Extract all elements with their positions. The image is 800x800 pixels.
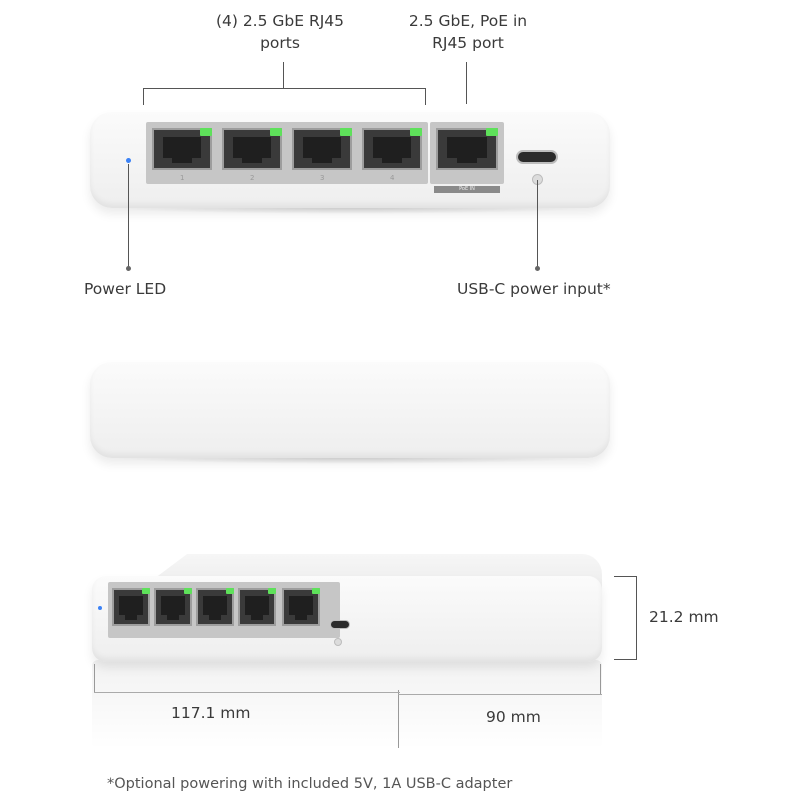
- device-perspective-reflection: [92, 660, 602, 750]
- height-dimension: 21.2 mm: [649, 608, 719, 626]
- ports-bracket-stem: [283, 62, 285, 88]
- width-right-line: [398, 690, 400, 748]
- poe-tag: PoE IN: [434, 186, 500, 193]
- perspective-port-5: [282, 588, 320, 626]
- usbc-power-label: USB-C power input*: [457, 280, 611, 298]
- port-led-4: [410, 128, 422, 136]
- perspective-usbc: [330, 620, 350, 629]
- port-number-1: 1: [180, 174, 185, 182]
- width-baseline: [94, 692, 400, 693]
- power-led: [126, 158, 131, 163]
- perspective-port-1: [112, 588, 150, 626]
- perspective-port-4: [238, 588, 276, 626]
- depth-right-line: [600, 664, 602, 694]
- ports-callout: (4) 2.5 GbE RJ45 ports: [190, 10, 370, 54]
- power-led-perspective: [98, 606, 102, 610]
- perspective-led-4: [268, 588, 276, 594]
- width-left-line: [94, 664, 96, 692]
- ports-callout-line2: ports: [260, 34, 300, 52]
- ports-bracket: [143, 88, 426, 105]
- usbc-pointer: [537, 180, 539, 268]
- port-led-1: [200, 128, 212, 136]
- perspective-port-2: [154, 588, 192, 626]
- poe-callout: 2.5 GbE, PoE in RJ45 port: [383, 10, 553, 54]
- device-back-view: [90, 362, 610, 458]
- device-front-view: 1 2 3 4 PoE IN: [90, 112, 610, 208]
- poe-callout-line1: 2.5 GbE, PoE in: [408, 12, 528, 30]
- usbc-port: [516, 150, 558, 164]
- depth-dimension: 90 mm: [486, 708, 541, 726]
- power-led-label: Power LED: [84, 280, 167, 298]
- perspective-led-3: [226, 588, 234, 594]
- perspective-led-2: [184, 588, 192, 594]
- perspective-led-5: [312, 588, 320, 594]
- port-led-2: [270, 128, 282, 136]
- poe-rj45-port: [436, 128, 498, 170]
- perspective-port-3: [196, 588, 234, 626]
- port-led-3: [340, 128, 352, 136]
- depth-baseline: [398, 694, 602, 695]
- rj45-port-1: [152, 128, 212, 170]
- poe-port-led: [486, 128, 498, 136]
- device-perspective-view: [92, 576, 602, 662]
- poe-callout-line2: RJ45 port: [432, 34, 504, 52]
- height-bracket: [614, 576, 637, 660]
- port-number-4: 4: [390, 174, 395, 182]
- footnote: *Optional powering with included 5V, 1A …: [107, 776, 513, 792]
- power-led-pointer-dot: [126, 266, 131, 271]
- poe-pointer-line: [466, 62, 468, 104]
- rj45-port-4: [362, 128, 422, 170]
- usbc-pointer-dot: [535, 266, 540, 271]
- port-number-3: 3: [320, 174, 325, 182]
- perspective-screw: [334, 638, 342, 646]
- power-led-pointer: [128, 164, 130, 268]
- perspective-led-1: [142, 588, 150, 594]
- port-number-2: 2: [250, 174, 255, 182]
- width-dimension: 117.1 mm: [171, 704, 251, 722]
- ports-callout-line1: (4) 2.5 GbE RJ45: [215, 12, 345, 30]
